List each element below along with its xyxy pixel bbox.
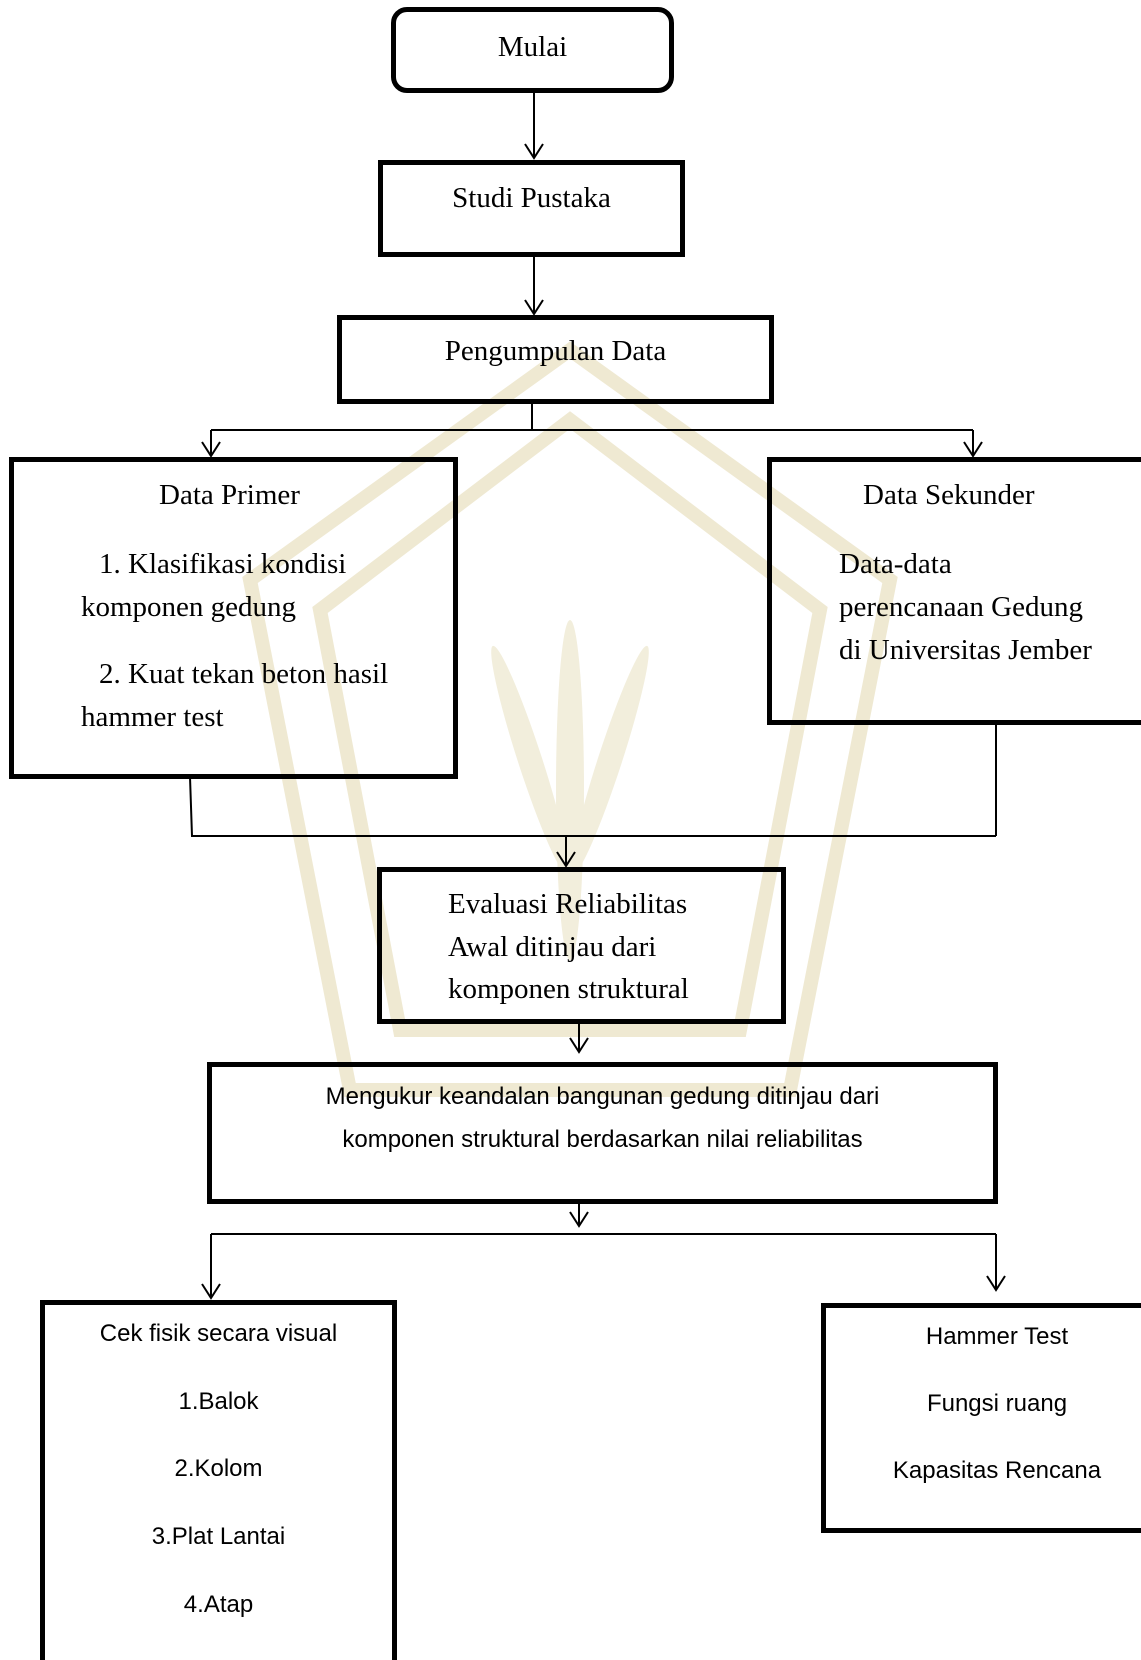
evaluation-line3: komponen struktural xyxy=(448,973,689,1005)
hammer-item: Fungsi ruang xyxy=(926,1390,1068,1417)
evaluation-box: Evaluasi Reliabilitas Awal ditinjau dari… xyxy=(377,867,786,1024)
primary-data-box: Data Primer 1. Klasifikasi kondisi kompo… xyxy=(9,457,458,779)
secondary-line1: Data-data xyxy=(839,548,952,580)
secondary-line3: di Universitas Jember xyxy=(839,634,1092,666)
data-collection-box: Pengumpulan Data xyxy=(337,315,774,404)
visual-check-item: 1.Balok xyxy=(178,1388,259,1415)
visual-check-box: Cek fisik secara visual 1.Balok 2.Kolom … xyxy=(40,1300,397,1660)
hammer-item: Hammer Test xyxy=(925,1323,1069,1350)
hammer-test-box: Hammer Test Fungsi ruang Kapasitas Renca… xyxy=(821,1303,1141,1533)
visual-check-title: Cek fisik secara visual xyxy=(99,1320,338,1347)
primary-item1-line1: 1. Klasifikasi kondisi xyxy=(99,548,347,580)
start-terminal: Mulai xyxy=(391,7,674,93)
secondary-data-box: Data Sekunder Data-data perencanaan Gedu… xyxy=(767,457,1141,725)
data-collection-label: Pengumpulan Data xyxy=(444,335,667,367)
measurement-line2: komponen struktural berdasarkan nilai re… xyxy=(342,1126,863,1153)
primary-data-title: Data Primer xyxy=(159,479,300,511)
visual-check-item: 2.Kolom xyxy=(174,1455,263,1482)
primary-item2-line2: hammer test xyxy=(81,701,224,733)
measurement-line1: Mengukur keandalan bangunan gedung ditin… xyxy=(325,1083,880,1110)
primary-item1-line2: komponen gedung xyxy=(81,591,297,623)
literature-study-box: Studi Pustaka xyxy=(378,160,685,257)
literature-study-label: Studi Pustaka xyxy=(452,182,611,214)
secondary-line2: perencanaan Gedung xyxy=(839,591,1083,623)
visual-check-item: 4.Atap xyxy=(183,1591,254,1618)
visual-check-item: 3.Plat Lantai xyxy=(151,1523,286,1550)
start-label: Mulai xyxy=(497,31,568,63)
evaluation-line2: Awal ditinjau dari xyxy=(448,931,657,963)
secondary-data-title: Data Sekunder xyxy=(863,479,1035,511)
evaluation-line1: Evaluasi Reliabilitas xyxy=(448,888,688,920)
hammer-item: Kapasitas Rencana xyxy=(892,1457,1102,1484)
reliability-measurement-box: Mengukur keandalan bangunan gedung ditin… xyxy=(207,1062,998,1204)
primary-item2-line1: 2. Kuat tekan beton hasil xyxy=(99,658,389,690)
